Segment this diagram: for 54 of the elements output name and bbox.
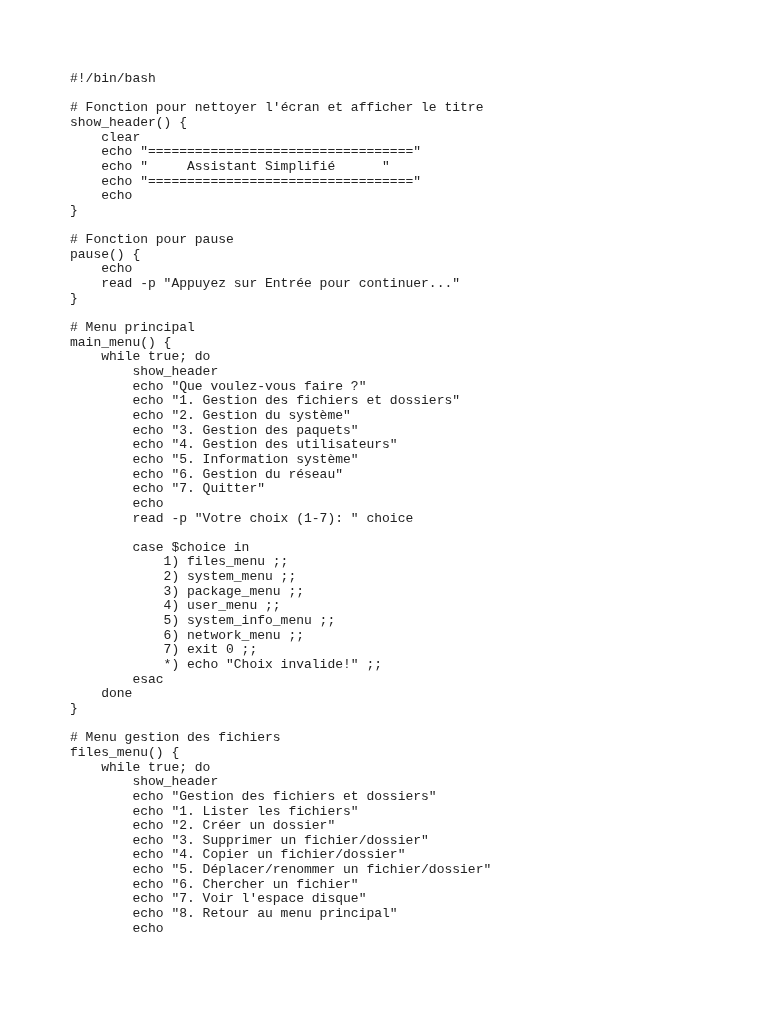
code-line: pause() { bbox=[70, 247, 141, 262]
code-line: echo bbox=[101, 189, 133, 204]
code-line: 2) system_menu ;; bbox=[163, 570, 297, 585]
code-line: 5) system_info_menu ;; bbox=[163, 614, 336, 629]
code-line: echo "3. Supprimer un fichier/dossier" bbox=[132, 833, 429, 848]
code-line: 6) network_menu ;; bbox=[163, 628, 305, 643]
code-line: echo " Assistant Simplifié " bbox=[101, 159, 390, 174]
code-line: } bbox=[70, 291, 78, 306]
code-line: echo "3. Gestion des paquets" bbox=[132, 423, 359, 438]
code-line: echo "5. Déplacer/renommer un fichier/dossier" bbox=[132, 863, 492, 878]
code-line: echo "Que voulez-vous faire ?" bbox=[132, 379, 367, 394]
code-comment: # Menu gestion des fichiers bbox=[70, 731, 281, 746]
code-line: while true; do bbox=[101, 350, 211, 365]
code-line: echo "==================================" bbox=[101, 145, 422, 160]
code-line: echo "7. Quitter" bbox=[132, 482, 265, 497]
code-comment: # Menu principal bbox=[70, 321, 195, 336]
code-line: clear bbox=[101, 130, 141, 145]
code-line: echo "2. Gestion du système" bbox=[132, 408, 351, 423]
code-line: read -p "Appuyez sur Entrée pour continuer..." bbox=[101, 277, 461, 292]
code-line: echo "1. Gestion des fichiers et dossiers" bbox=[132, 394, 461, 409]
code-line: esac bbox=[132, 672, 164, 687]
code-comment: #!/bin/bash bbox=[70, 72, 156, 86]
code-line: echo "Gestion des fichiers et dossiers" bbox=[132, 789, 437, 804]
code-line: read -p "Votre choix (1-7): " choice bbox=[132, 511, 414, 526]
code-line: while true; do bbox=[101, 760, 211, 775]
code-line: *) echo "Choix invalide!" ;; bbox=[163, 658, 383, 672]
code-line: echo bbox=[132, 496, 164, 511]
code-line: 4) user_menu ;; bbox=[163, 599, 281, 614]
code-line: show_header bbox=[132, 365, 219, 379]
code-line: echo "==================================" bbox=[101, 174, 422, 189]
code-line: echo "4. Copier un fichier/dossier" bbox=[132, 848, 406, 863]
code-line: echo "2. Créer un dossier" bbox=[132, 819, 336, 834]
code-line: done bbox=[101, 687, 133, 702]
code-line: files_menu() { bbox=[70, 745, 180, 760]
code-line: show_header() { bbox=[70, 115, 188, 130]
code-line: echo bbox=[101, 262, 133, 277]
code-line: echo "6. Gestion du réseau" bbox=[132, 467, 344, 482]
code-comment: # Fonction pour nettoyer l'écran et afficher le titre bbox=[70, 101, 484, 116]
code-line: echo bbox=[132, 921, 164, 936]
code-line: 1) files_menu ;; bbox=[163, 555, 289, 570]
code-line: show_header bbox=[132, 775, 219, 790]
code-line: echo "7. Voir l'espace disque" bbox=[132, 892, 367, 907]
code-line: echo "4. Gestion des utilisateurs" bbox=[132, 438, 398, 453]
code-line: 7) exit 0 ;; bbox=[163, 643, 258, 658]
code-line: case $choice in bbox=[132, 540, 250, 555]
code-line: echo "6. Chercher un fichier" bbox=[132, 877, 359, 892]
code-line: } bbox=[70, 701, 78, 716]
code-line: 3) package_menu ;; bbox=[163, 584, 305, 599]
code-line: echo "1. Lister les fichiers" bbox=[132, 804, 359, 819]
code-comment: # Fonction pour pause bbox=[70, 233, 234, 248]
code-line: echo "5. Information système" bbox=[132, 452, 359, 467]
code-line: } bbox=[70, 203, 78, 218]
code-line: echo "8. Retour au menu principal" bbox=[132, 907, 398, 922]
code-line: main_menu() { bbox=[70, 335, 172, 350]
